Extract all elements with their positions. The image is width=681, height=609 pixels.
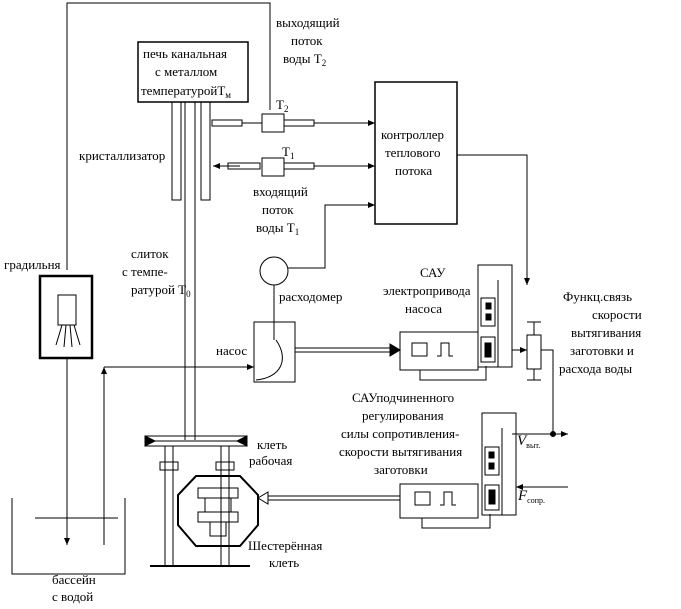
pump-drive-led bbox=[485, 302, 492, 310]
pump-drive-led2 bbox=[485, 313, 492, 321]
crystallizer-left bbox=[171, 101, 182, 201]
pump-drive-module2 bbox=[480, 336, 496, 363]
grinder-spray-1 bbox=[55, 324, 63, 346]
grinder-spray-2 bbox=[63, 324, 67, 348]
sau-sub-line-2: регулирования bbox=[362, 408, 444, 423]
controller-line-1: контроллер bbox=[381, 127, 444, 142]
gear-inner-4 bbox=[209, 521, 227, 537]
sau-pump-line-2: электропривода bbox=[383, 283, 471, 298]
t1-label: T1 bbox=[282, 144, 294, 161]
furnace-line-3: температуройTм bbox=[141, 83, 231, 100]
pull-drive-module bbox=[484, 446, 500, 476]
t2-pipe-left bbox=[211, 119, 243, 127]
pull-motor-indicator bbox=[414, 491, 431, 506]
ingot-line-2: с темпе- bbox=[122, 264, 168, 279]
stand-roll-right bbox=[215, 461, 235, 471]
controller-line-2: теплового bbox=[385, 145, 440, 160]
furnace-line-2: с металлом bbox=[155, 64, 217, 79]
gear-inner-3 bbox=[197, 511, 239, 523]
inflow-line-1: входящий bbox=[253, 184, 308, 199]
stand-line-2: рабочая bbox=[249, 453, 292, 468]
v-exit-label: Vвыт. bbox=[517, 433, 540, 450]
vexit-dot bbox=[550, 431, 556, 437]
t2-label: T2 bbox=[276, 97, 288, 114]
ingot-line-3: ратурой T0 bbox=[131, 282, 191, 299]
sau-pump-line-3: насоса bbox=[405, 301, 442, 316]
pool-line-1: бассейн bbox=[52, 572, 96, 587]
flowmeter-label: расходомер bbox=[279, 289, 342, 304]
outflow-top-line bbox=[66, 2, 271, 270]
sau-sub-line-5: заготовки bbox=[374, 462, 428, 477]
func-line-2: скорости bbox=[592, 307, 642, 322]
func-line-4: заготовки и bbox=[570, 343, 634, 358]
pump-motor-indicator bbox=[411, 342, 428, 357]
flowmeter-to-controller bbox=[288, 202, 375, 269]
crystallizer-label: кристаллизатор bbox=[79, 148, 165, 163]
pull-drive-module2 bbox=[484, 484, 500, 511]
t1-pipe-right bbox=[283, 162, 315, 170]
gear-stand-body bbox=[177, 475, 259, 547]
pull-motor-pulse bbox=[440, 491, 456, 506]
stand-line-1: клеть bbox=[257, 437, 287, 452]
pump-motor-feedback bbox=[419, 366, 487, 381]
heat-flow-controller bbox=[374, 81, 458, 225]
pull-motor bbox=[399, 483, 479, 519]
flowmeter-circle bbox=[259, 256, 289, 286]
water-pool bbox=[11, 498, 126, 575]
grinder-box bbox=[38, 274, 94, 360]
ingot-line-1: слиток bbox=[131, 246, 169, 261]
inflow-line-2: поток bbox=[262, 202, 294, 217]
f-res-label: Fсопр. bbox=[517, 488, 545, 505]
gear-inner-1 bbox=[197, 487, 239, 499]
gear-line-1: Шестерённая bbox=[248, 538, 322, 553]
stand-wedge-left bbox=[144, 435, 157, 447]
outflow-line-3: воды T2 bbox=[283, 51, 326, 68]
func-resistor bbox=[526, 334, 542, 370]
sau-sub-line-1: САУподчиненного bbox=[352, 390, 454, 405]
grinder-spray-3 bbox=[69, 324, 73, 348]
stand-roll-left bbox=[159, 461, 179, 471]
crystallizer-right bbox=[200, 101, 211, 201]
func-line-3: вытягивания bbox=[571, 325, 641, 340]
pull-drive-cabinet bbox=[481, 412, 517, 516]
t2-sensor bbox=[261, 113, 285, 133]
gear-inner-2 bbox=[204, 497, 232, 513]
pump-label: насос bbox=[216, 343, 247, 358]
sau-sub-line-3: силы сопротивления- bbox=[341, 426, 459, 441]
grinder-nozzle bbox=[57, 294, 77, 326]
pool-line-2: с водой bbox=[52, 589, 93, 604]
pull-motor-feedback bbox=[421, 514, 491, 529]
pump-drive-led3 bbox=[484, 342, 492, 358]
pull-drive-led3 bbox=[488, 489, 496, 505]
controller-to-drive bbox=[457, 154, 530, 285]
pump-impeller bbox=[255, 339, 283, 381]
furnace-box bbox=[137, 41, 249, 103]
furnace-line-1: печь канальная bbox=[143, 46, 227, 61]
grinder-spray-4 bbox=[73, 324, 81, 346]
pull-drive-led2 bbox=[488, 462, 495, 470]
outflow-line-2: поток bbox=[291, 33, 323, 48]
pump-shaft-arrow bbox=[389, 343, 401, 357]
func-to-vexit bbox=[541, 349, 554, 434]
sau-pump-line-1: САУ bbox=[420, 265, 446, 280]
func-line-5: расхода воды bbox=[559, 361, 632, 376]
gear-drive-arrow bbox=[257, 491, 269, 505]
gear-line-2: клеть bbox=[269, 555, 299, 570]
stand-wedge-right bbox=[235, 435, 248, 447]
t2-pipe-right bbox=[283, 119, 315, 127]
pull-drive-led bbox=[488, 451, 495, 459]
pump-drive-cabinet bbox=[477, 264, 513, 368]
grinder-label: градильня bbox=[4, 257, 61, 272]
func-line-1: Функц.связь bbox=[563, 289, 632, 304]
sau-sub-line-4: скорости вытягивания bbox=[339, 444, 462, 459]
pump-motor-pulse bbox=[437, 342, 453, 357]
pump-drive-module bbox=[480, 297, 496, 327]
inflow-line-3: воды T1 bbox=[256, 220, 299, 237]
outflow-line-1: выходящий bbox=[276, 15, 340, 30]
t1-sensor bbox=[261, 157, 285, 177]
controller-line-3: потока bbox=[395, 163, 432, 178]
